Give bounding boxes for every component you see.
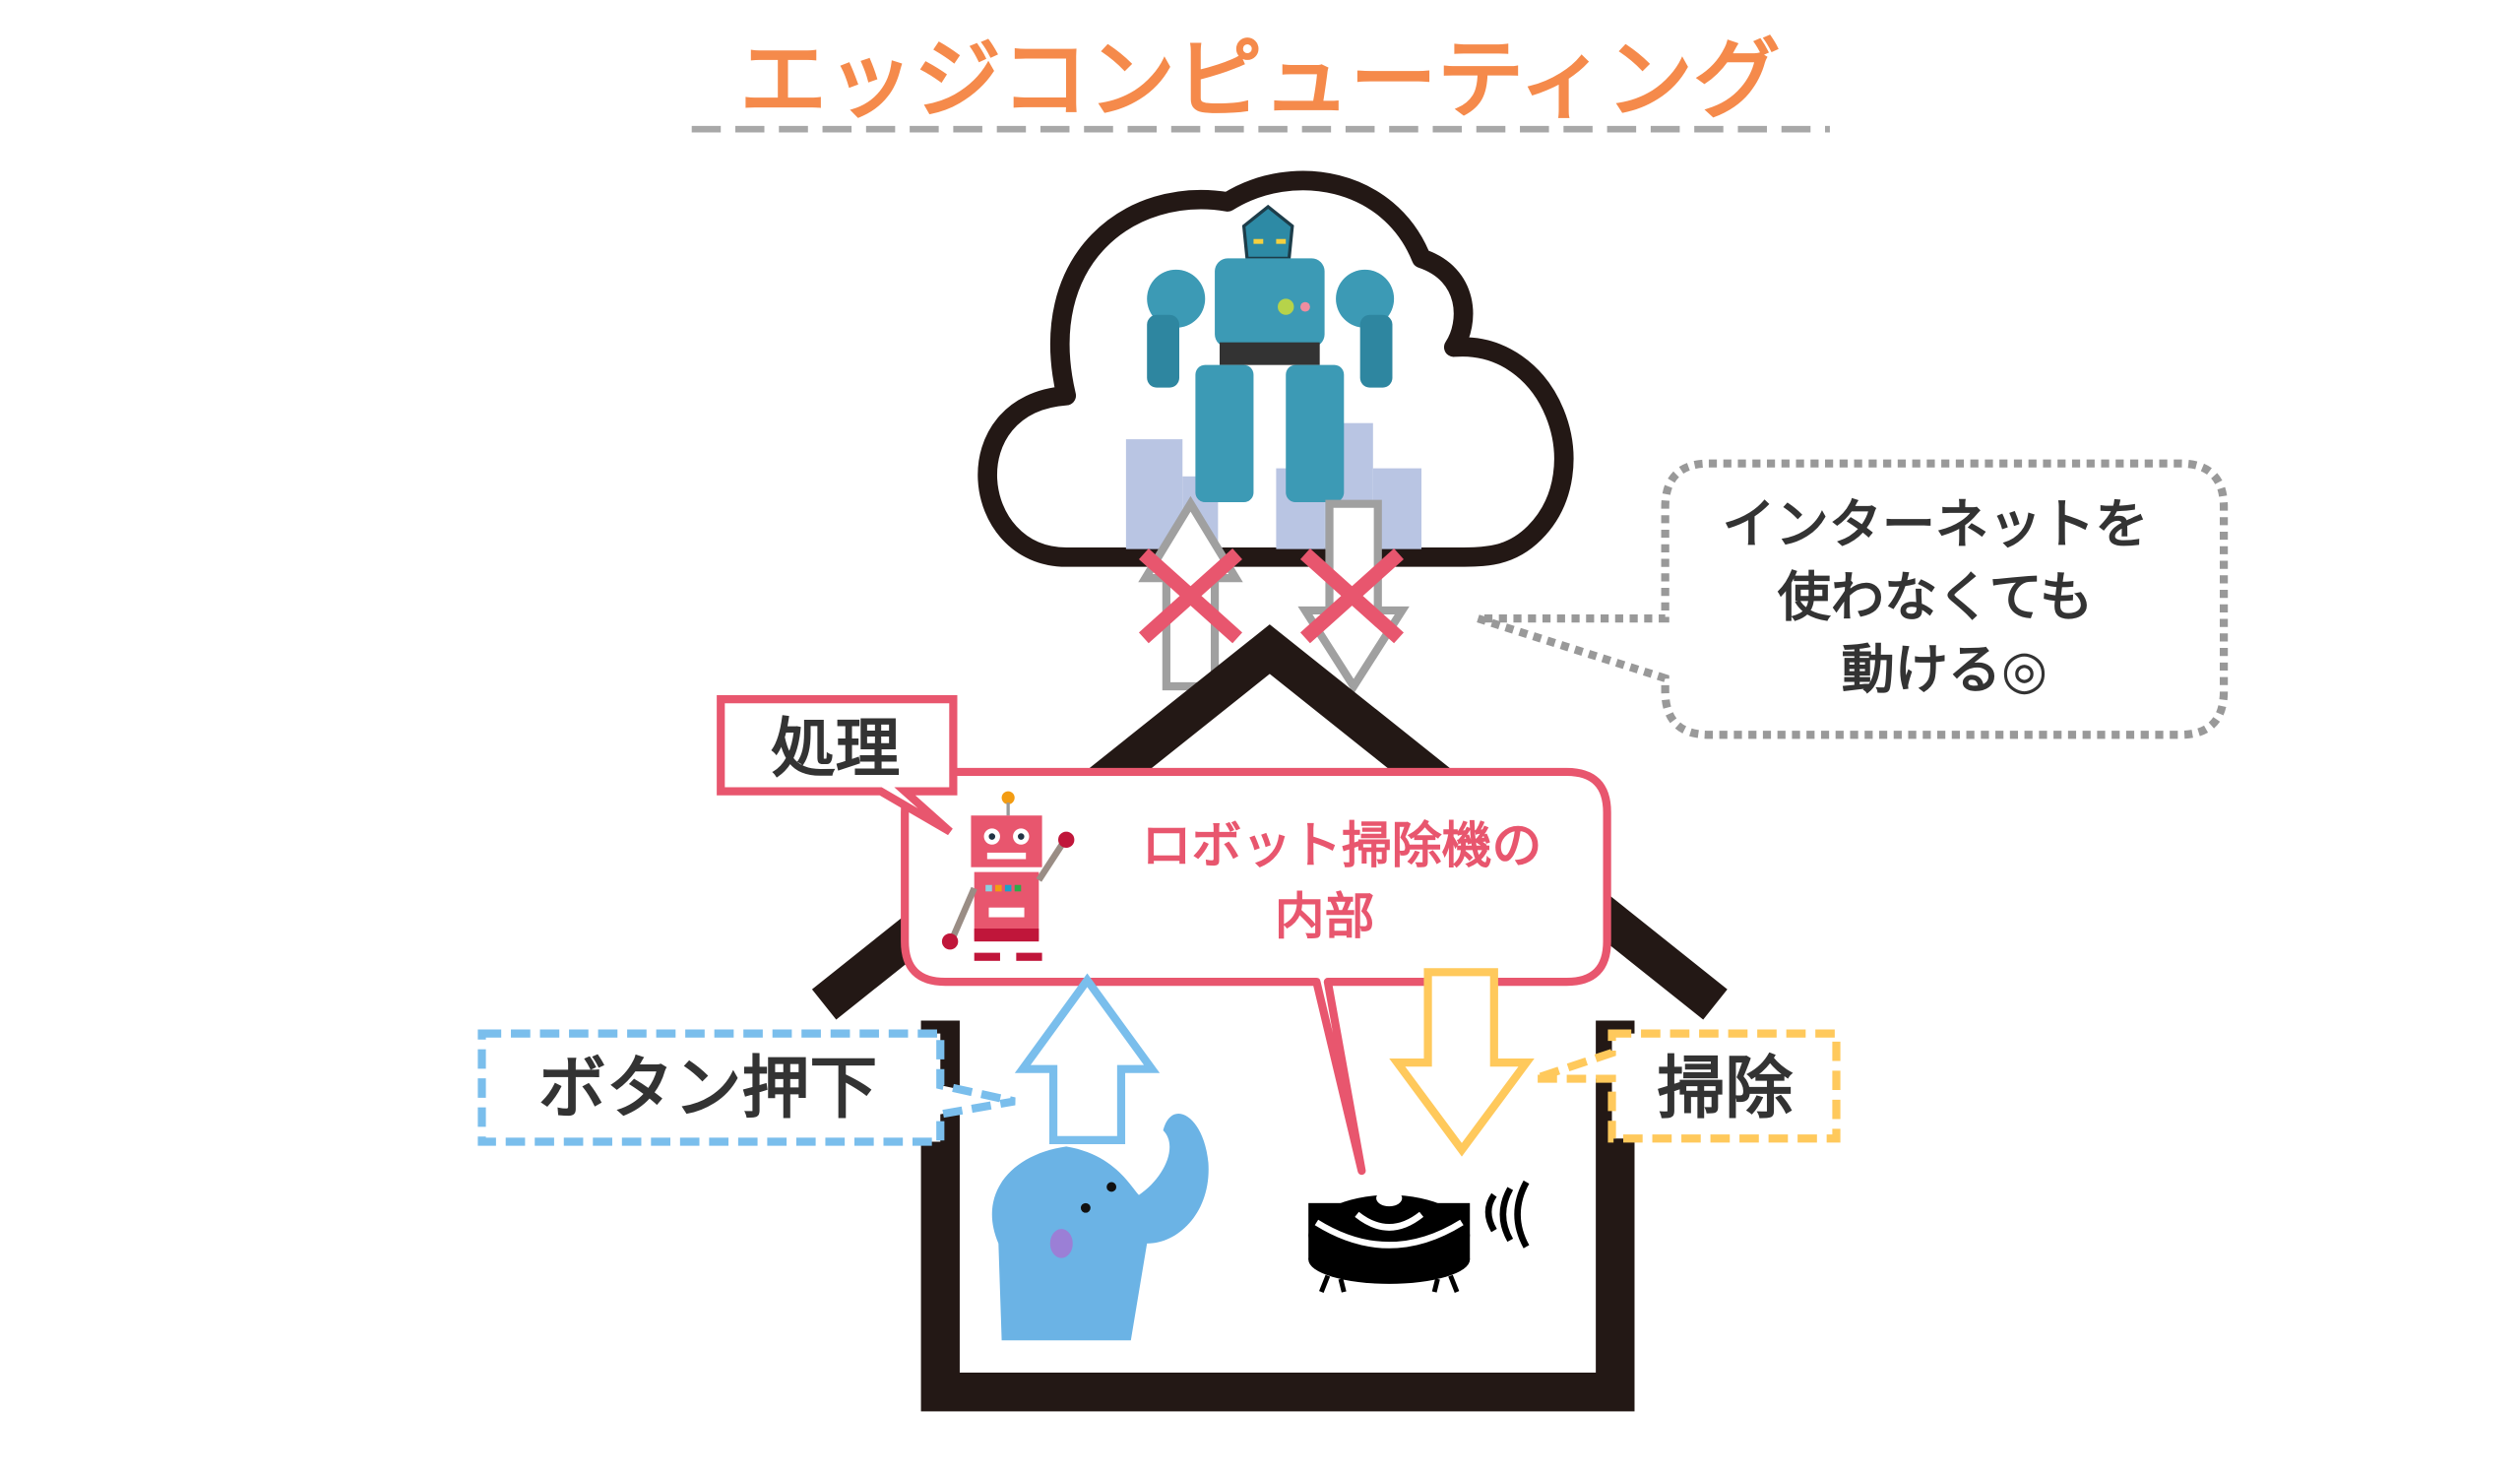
robot-vacuum-icon xyxy=(1308,1180,1530,1293)
elephant-icon xyxy=(991,1113,1209,1341)
button-press-label-text: ボタン押下 xyxy=(538,1049,877,1127)
robot-vacuum-inside-box: ロボット掃除機の 内部 xyxy=(901,767,1611,1176)
page-title: エッジコンピューティング xyxy=(739,30,1780,131)
bubble-line-2: 使わなくても xyxy=(1778,566,2093,628)
cleaning-label: 掃除 xyxy=(1533,1029,1841,1143)
arrow-up-icon xyxy=(1014,973,1161,1144)
inside-box-line-1: ロボット掃除機の xyxy=(1142,816,1543,874)
cleaning-label-text: 掃除 xyxy=(1657,1049,1794,1127)
house-icon xyxy=(811,624,1728,1412)
inside-box-line-2: 内部 xyxy=(1275,887,1375,945)
offline-speech-bubble: インターネットを 使わなくても 動ける◎ xyxy=(1477,459,2229,739)
button-press-label: ボタン押下 xyxy=(477,1029,1016,1146)
bubble-line-1: インターネットを xyxy=(1723,493,2149,555)
bubble-line-3: 動ける◎ xyxy=(1842,639,2048,701)
svg-text:インターネットを 使わなくても 動け: インターネットを 使わなくても 動ける◎ xyxy=(1723,493,2168,701)
svg-text:ロボット掃除機の 内部: ロボット掃除機の 内部 xyxy=(1142,816,1559,945)
processing-label-text: 処理 xyxy=(771,711,900,786)
processing-label: 処理 xyxy=(717,695,958,836)
arrow-down-icon xyxy=(1389,968,1535,1157)
cross-icon xyxy=(1138,548,1404,644)
small-robot-icon xyxy=(941,791,1075,961)
giant-robot-icon xyxy=(1147,204,1395,503)
